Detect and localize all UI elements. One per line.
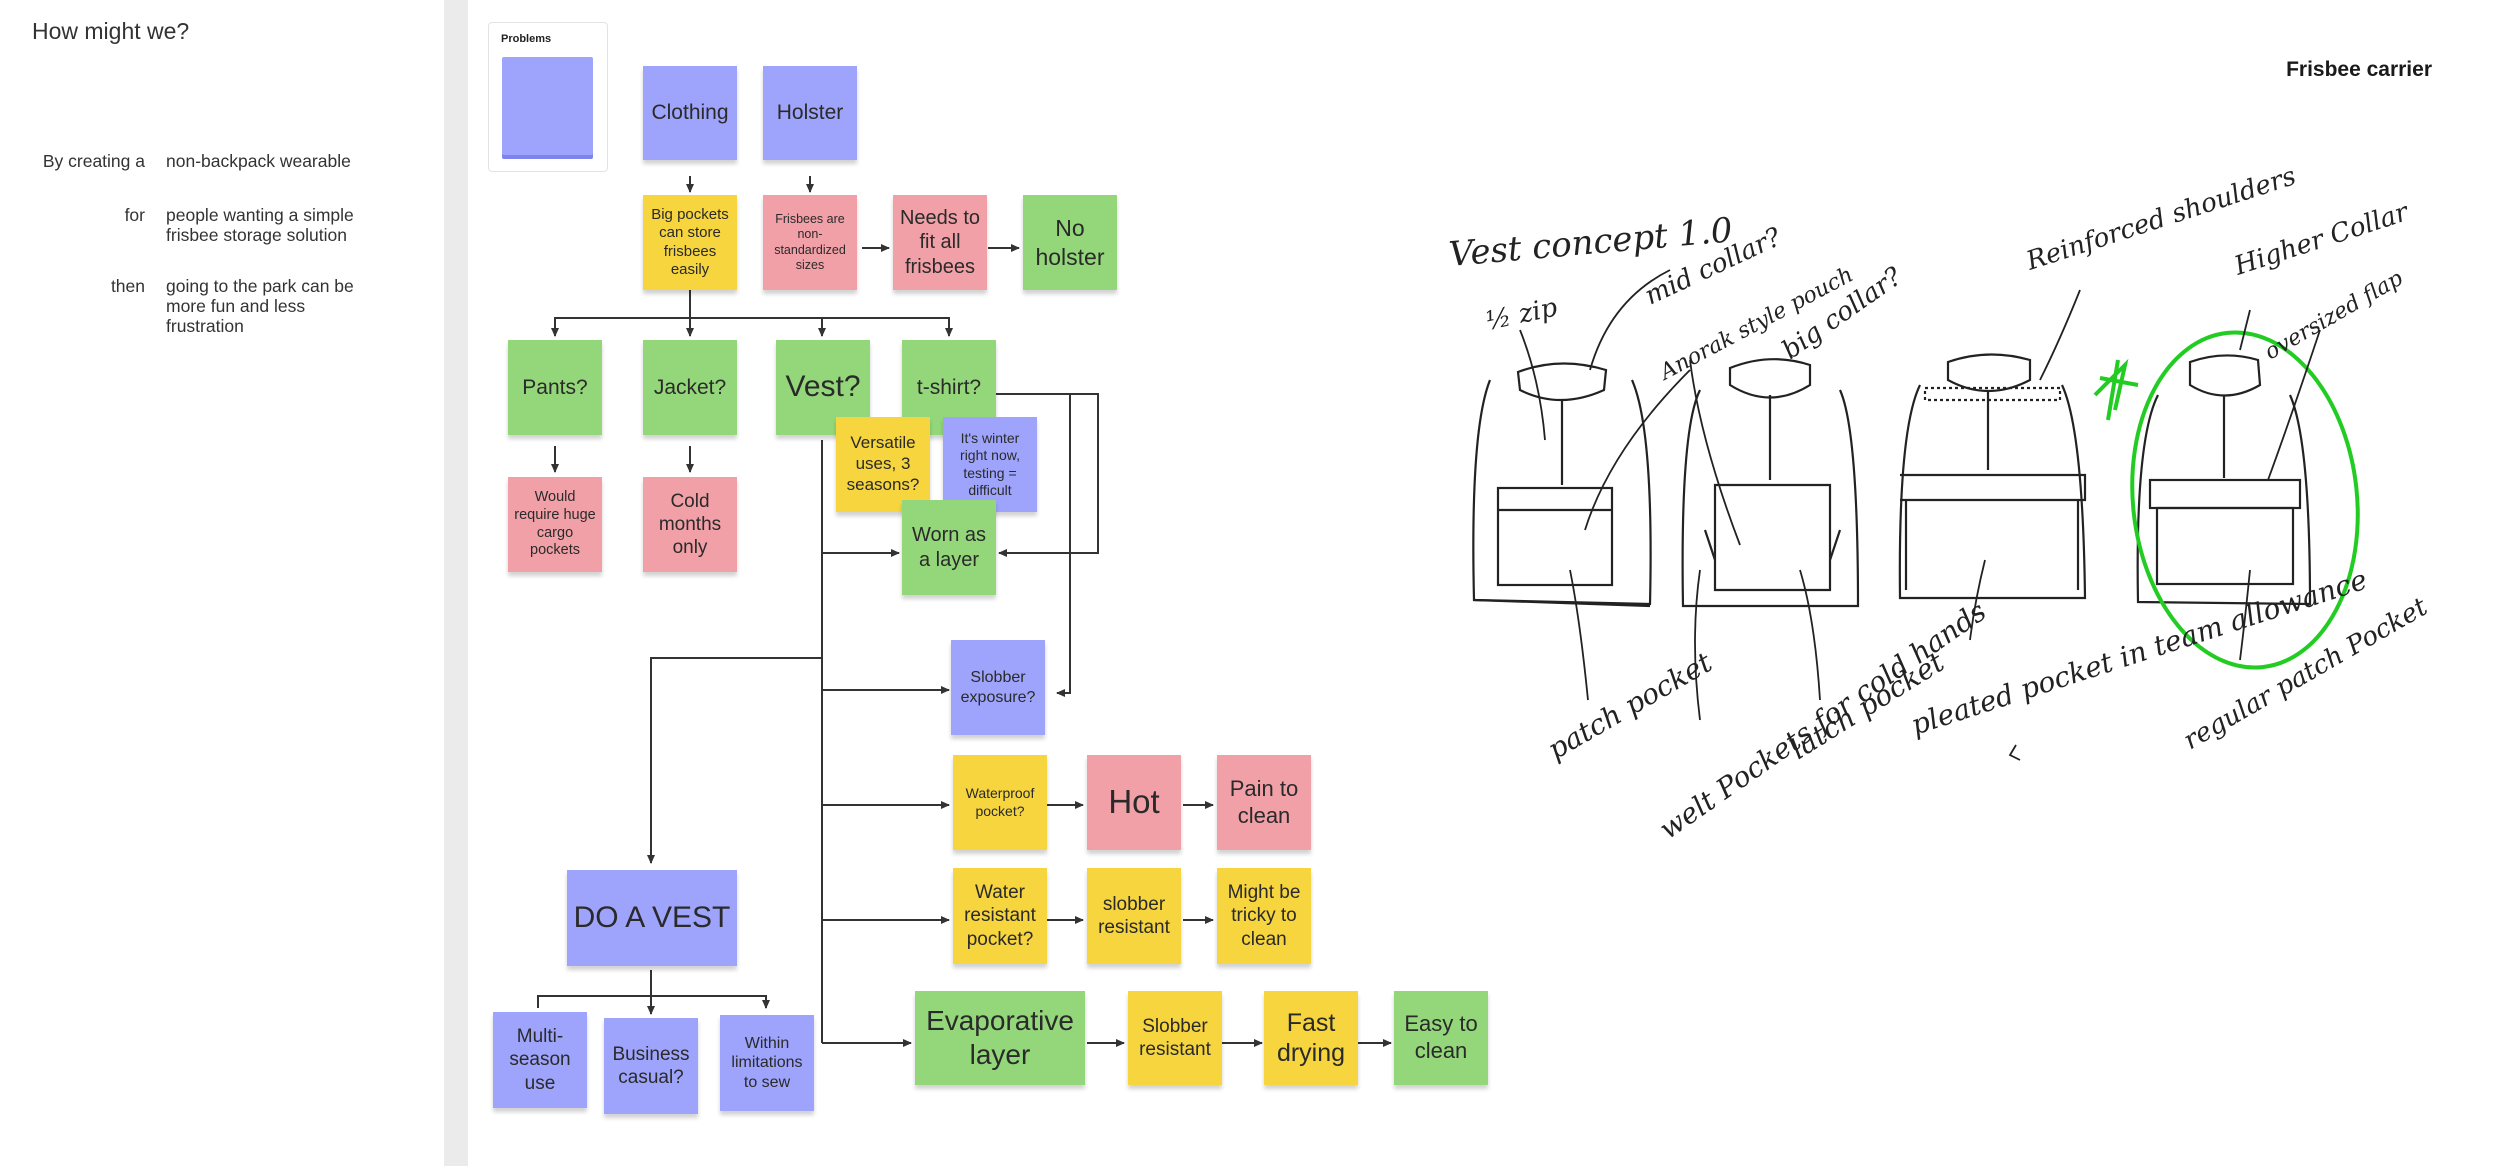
sticky-needs-fit[interactable]: Needs to fit all frisbees — [893, 195, 987, 290]
sticky-hot[interactable]: Hot — [1087, 755, 1181, 850]
vest-drawing-2 — [1681, 358, 1860, 608]
sticky-text: Waterproof pocket? — [965, 785, 1035, 819]
sticky-text: Pants? — [522, 375, 588, 399]
sticky-slobber-resistant-1[interactable]: slobber resistant — [1087, 868, 1181, 964]
sticky-text: Slobber exposure? — [960, 668, 1036, 706]
sticky-fast-drying[interactable]: Fast drying — [1264, 991, 1358, 1085]
sticky-pain-to-clean[interactable]: Pain to clean — [1217, 755, 1311, 850]
sticky-worn-as-layer[interactable]: Worn as a layer — [902, 500, 996, 595]
sticky-within-limitations[interactable]: Within limitations to sew — [720, 1015, 814, 1111]
sticky-text: Pain to clean — [1229, 775, 1299, 828]
sticky-text: t-shirt? — [916, 375, 982, 399]
sticky-clothing[interactable]: Clothing — [643, 66, 737, 160]
sticky-text: Business casual? — [612, 1043, 690, 1088]
hmw-key: for — [124, 205, 145, 225]
frame-title: Frisbee carrier — [2286, 58, 2432, 81]
label-half-zip: ½ zip — [1483, 292, 1560, 336]
sticky-text: Slobber resistant — [1139, 1015, 1211, 1060]
sticky-no-holster[interactable]: No holster — [1023, 195, 1117, 290]
sticky-pants[interactable]: Pants? — [508, 340, 602, 435]
sticky-jacket[interactable]: Jacket? — [643, 340, 737, 435]
vest-drawing-3 — [1898, 353, 2087, 600]
sticky-tricky-to-clean[interactable]: Might be tricky to clean — [1217, 868, 1311, 964]
hmw-value: going to the park can be more fun and le… — [166, 276, 354, 336]
sticky-text: Within limitations to sew — [731, 1034, 803, 1091]
sticky-text: Hot — [1108, 783, 1160, 821]
sticky-text: Holster — [776, 101, 844, 125]
sticky-text: Multi-season use — [509, 1026, 571, 1094]
annotation-pointers — [1519, 269, 2321, 761]
sticky-slobber-exposure[interactable]: Slobber exposure? — [951, 640, 1045, 735]
vest-drawing-4 — [2136, 354, 2312, 606]
sticky-waterproof-pocket[interactable]: Waterproof pocket? — [953, 755, 1047, 850]
panel-title: How might we? — [32, 18, 190, 44]
sticky-versatile[interactable]: Versatile uses, 3 seasons? — [836, 417, 930, 512]
sticky-text: Jacket? — [653, 375, 727, 399]
hmw-value: non-backpack wearable — [166, 151, 351, 171]
sticky-text: It's winter right now, testing = difficu… — [960, 430, 1020, 498]
sticky-text: Clothing — [651, 101, 729, 125]
sticky-evaporative-layer[interactable]: Evaporative layer — [915, 991, 1085, 1085]
sticky-text: Would require huge cargo pockets — [514, 489, 596, 559]
hmw-value: people wanting a simple frisbee storage … — [166, 205, 354, 245]
sticky-text: Frisbees are non-standardized sizes — [774, 212, 846, 272]
sticky-holster[interactable]: Holster — [763, 66, 857, 160]
sticky-text: Big pockets can store frisbees easily — [651, 205, 729, 278]
problems-frame-thumbnail[interactable]: Problems — [488, 22, 608, 172]
hmw-key: then — [110, 276, 145, 296]
sticky-frisbees-sizes[interactable]: Frisbees are non-standardized sizes — [763, 195, 857, 290]
sticky-text: Evaporative layer — [926, 1004, 1074, 1070]
sticky-text: Fast drying — [1276, 1008, 1346, 1068]
thumbnail-sticky — [502, 57, 593, 155]
sticky-do-a-vest[interactable]: DO A VEST — [567, 870, 737, 966]
sticky-water-resistant[interactable]: Water resistant pocket? — [953, 868, 1047, 964]
sticky-slobber-resistant-2[interactable]: Slobber resistant — [1128, 991, 1222, 1085]
sticky-text: Might be tricky to clean — [1227, 882, 1301, 950]
sticky-text: slobber resistant — [1098, 893, 1170, 938]
sticky-text: Water resistant pocket? — [964, 882, 1036, 950]
sticky-text: Vest? — [785, 370, 861, 404]
sticky-multi-season[interactable]: Multi-season use — [493, 1012, 587, 1108]
sticky-easy-to-clean[interactable]: Easy to clean — [1394, 991, 1488, 1085]
sticky-text: Needs to fit all frisbees — [899, 206, 981, 278]
thumbnail-label: Problems — [501, 33, 552, 45]
sticky-cold-months[interactable]: Cold months only — [643, 477, 737, 572]
label-oversized-flap: oversized flap — [2261, 266, 2408, 365]
sticky-text: Worn as a layer — [911, 524, 987, 571]
label-patch-pocket: patch pocket — [1542, 645, 1718, 766]
sticky-big-pockets[interactable]: Big pockets can store frisbees easily — [643, 195, 737, 290]
sticky-text: DO A VEST — [573, 900, 731, 934]
sticky-vest[interactable]: Vest? — [776, 340, 870, 435]
highlight-circle — [2093, 330, 2360, 670]
sticky-text: Cold months only — [658, 490, 722, 559]
label-higher-collar: Higher Collar — [2230, 197, 2413, 282]
hmw-key: By creating a — [42, 151, 145, 171]
vest-drawing-1 — [1472, 362, 1652, 608]
sticky-winter[interactable]: It's winter right now, testing = difficu… — [943, 417, 1037, 512]
sticky-text: Versatile uses, 3 seasons? — [846, 433, 920, 494]
sticky-text: No holster — [1035, 215, 1105, 270]
how-might-we-panel: How might we? By creating a non-backpack… — [0, 0, 444, 1166]
sticky-text: Easy to clean — [1404, 1011, 1478, 1063]
sticky-cargo-pockets[interactable]: Would require huge cargo pockets — [508, 477, 602, 572]
sticky-business-casual[interactable]: Business casual? — [604, 1018, 698, 1114]
